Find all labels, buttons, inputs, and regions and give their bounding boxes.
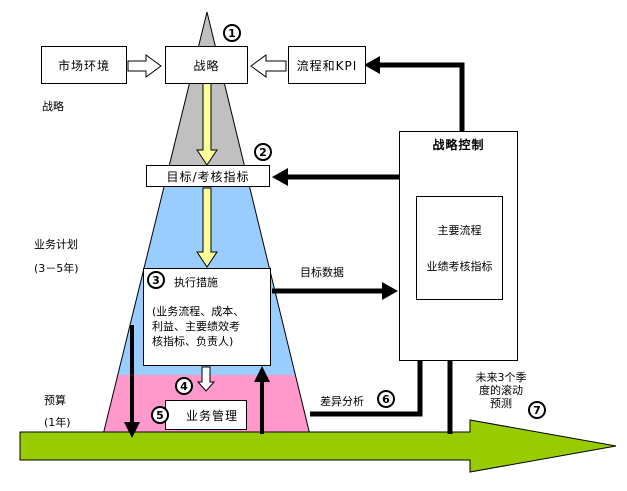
market-to-strategy-arrow	[127, 54, 162, 78]
step-3-marker: 3	[147, 271, 165, 289]
targets-to-execution-arrow	[196, 187, 218, 268]
execution-to-management-arrow	[196, 366, 216, 392]
control-to-kpi-arrow	[364, 56, 465, 131]
strategic-control-box: 战略控制 主要流程 业绩考核指标	[399, 131, 518, 361]
control-item: 业绩考核指标	[426, 260, 493, 273]
rolling-forecast-label: 未来3个季 度的滚动 预测	[475, 371, 527, 410]
execution-box: 执行措施 (业务流程、成本、 利益、主要绩效考 核指标、负责人)	[143, 268, 271, 366]
step-4-marker: 4	[175, 377, 193, 395]
strategy-level-label: 战略	[42, 100, 64, 113]
strategic-control-title: 战略控制	[432, 138, 485, 152]
process-kpi-box: 流程和KPI	[288, 46, 366, 84]
targets-box: 目标/考核指标	[146, 165, 270, 187]
step-1-marker: 1	[223, 24, 241, 42]
control-to-targets-arrow	[272, 168, 400, 186]
variance-analysis-label: 差异分析	[320, 395, 364, 408]
execution-detail-line: (业务流程、成本、	[152, 305, 245, 318]
strategy-box: 战略	[165, 46, 248, 84]
market-environment-box: 市场环境	[41, 46, 127, 84]
execution-detail-line: 利益、主要绩效考	[152, 320, 240, 333]
business-plan-years-label: (3－5年)	[34, 262, 79, 275]
execution-down-arrow	[124, 325, 140, 438]
budget-label: 预算	[44, 394, 66, 407]
timeline-arrow	[19, 419, 617, 473]
step-6-marker: 6	[377, 390, 395, 408]
target-data-label: 目标数据	[300, 266, 344, 279]
step-7-marker: 7	[528, 401, 546, 419]
control-inner-box: 主要流程 业绩考核指标	[416, 196, 503, 300]
process-to-strategy-arrow	[250, 54, 287, 78]
execution-detail-line: 核指标、负责人)	[152, 335, 234, 348]
business-management-box: 业务管理	[165, 400, 247, 430]
strategy-to-targets-arrow	[196, 82, 218, 166]
execution-title: 执行措施	[174, 276, 218, 289]
control-item: 主要流程	[437, 224, 482, 237]
target-data-arrow	[272, 282, 398, 300]
budget-years-label: (1年)	[44, 416, 71, 429]
business-plan-label: 业务计划	[34, 238, 78, 251]
timeline-up-arrow	[254, 366, 270, 434]
step-5-marker: 5	[151, 406, 169, 424]
step-2-marker: 2	[254, 143, 272, 161]
